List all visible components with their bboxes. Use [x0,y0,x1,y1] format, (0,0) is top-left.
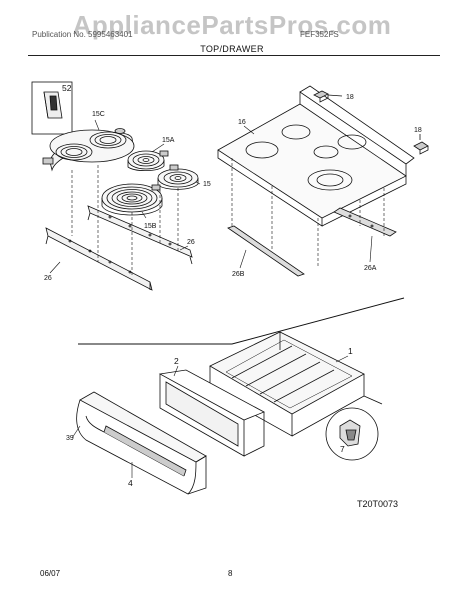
label-18-top: 18 [346,94,354,101]
part-26-bracket-upper [87,205,193,265]
label-7: 7 [340,444,345,454]
title-rule [28,55,440,56]
part-26a-trim [333,207,397,237]
label-1: 1 [348,346,353,356]
label-2: 2 [174,356,179,366]
label-26b: 26B [232,271,245,278]
label-leaders [49,119,373,478]
alignment-lines-left [71,165,179,276]
model-number: FEF352FS [300,30,339,39]
watermark: AppliancePartsPros.com [72,10,392,40]
part-16-cooktop [217,85,415,227]
label-18-right: 18 [414,127,422,134]
label-15a: 15A [162,137,175,144]
part-18-clip-top [313,90,343,103]
part-7-detail [325,395,383,461]
label-39: 39 [66,435,74,442]
part-15c-burner [42,128,135,172]
figure-code: T20T0073 [356,499,398,509]
publication-number: Publication No. 5995463401 [32,30,133,39]
part-15a-burner [127,150,169,172]
label-26-lower: 26 [44,275,52,282]
part-26b-trim [227,225,305,277]
part-52-figure [31,81,73,135]
section-title: TOP/DRAWER [200,44,264,54]
label-15c: 15C [92,111,105,118]
alignment-lines-right [231,158,385,266]
label-52: 52 [62,83,72,93]
part-4-drawer-front [76,391,207,495]
page-number: 8 [228,569,233,578]
label-26a: 26A [364,265,377,272]
label-15: 15 [203,181,211,188]
label-4: 4 [128,478,133,488]
part-2-drawer-frame [158,369,265,457]
part-15-burner [157,164,199,190]
part-18-clip-right [413,134,429,155]
footer-date: 06/07 [40,569,61,578]
label-26-upper: 26 [187,239,195,246]
label-15b: 15B [144,223,157,230]
section-divider [78,297,405,345]
label-16: 16 [238,119,246,126]
part-26-bracket-lower [45,227,153,291]
part-15b-burner [101,183,163,216]
part-1-drawer [209,331,365,437]
